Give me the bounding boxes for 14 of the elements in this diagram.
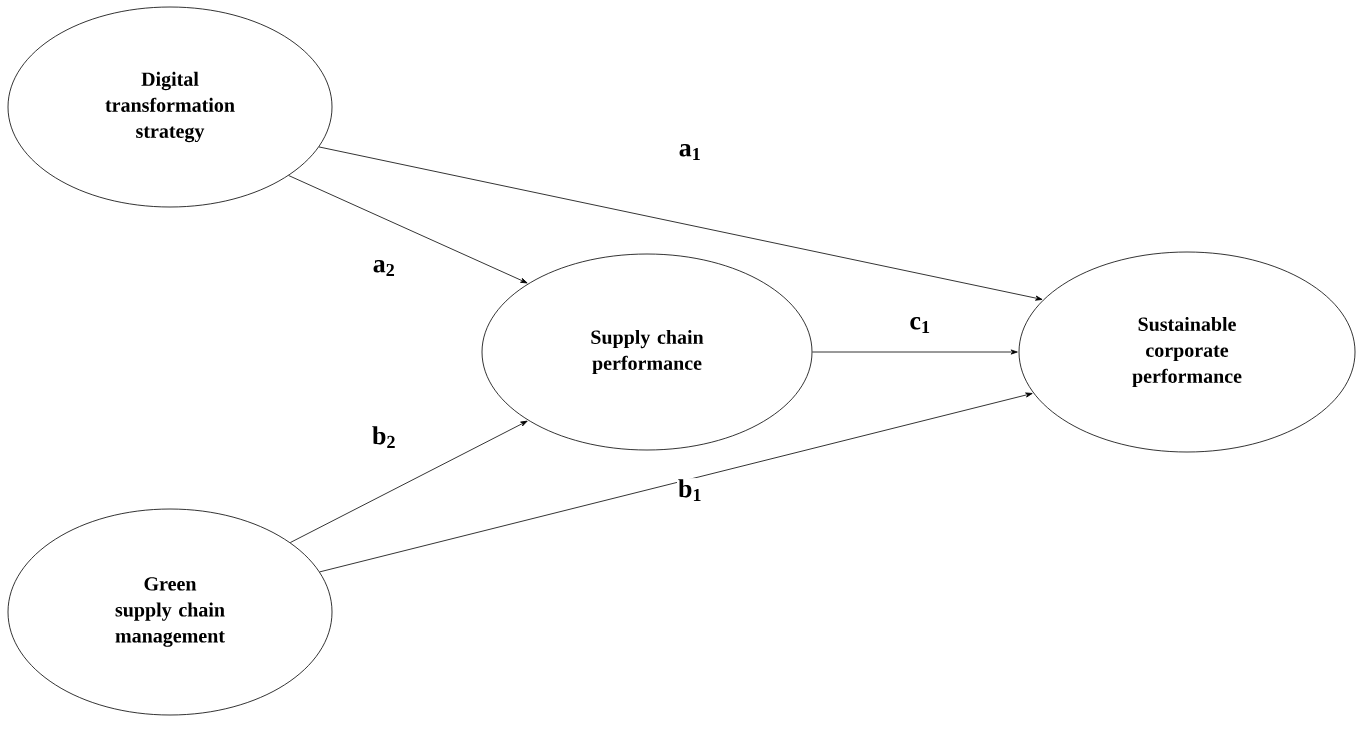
edge-label: a$_{2}$	[371, 259, 397, 277]
ellipse-node: Green supply chain management	[7, 508, 333, 716]
arrow	[319, 392, 1033, 573]
edge-label: b$_{1}$	[677, 478, 704, 502]
ellipse-node: Supply chain performance	[481, 253, 813, 451]
arrow	[288, 175, 528, 284]
edge-label: a$_{1}$	[677, 143, 703, 161]
edge-label: c$_{1}$	[908, 316, 932, 334]
ellipse-node: Digital transformation strategy	[7, 6, 333, 208]
arrow	[812, 349, 1018, 355]
edge-label: b$_{2}$	[371, 425, 398, 449]
arrow	[289, 420, 528, 543]
ellipse-node: Sustainable corporate performance	[1018, 251, 1356, 453]
arrow	[318, 146, 1043, 301]
